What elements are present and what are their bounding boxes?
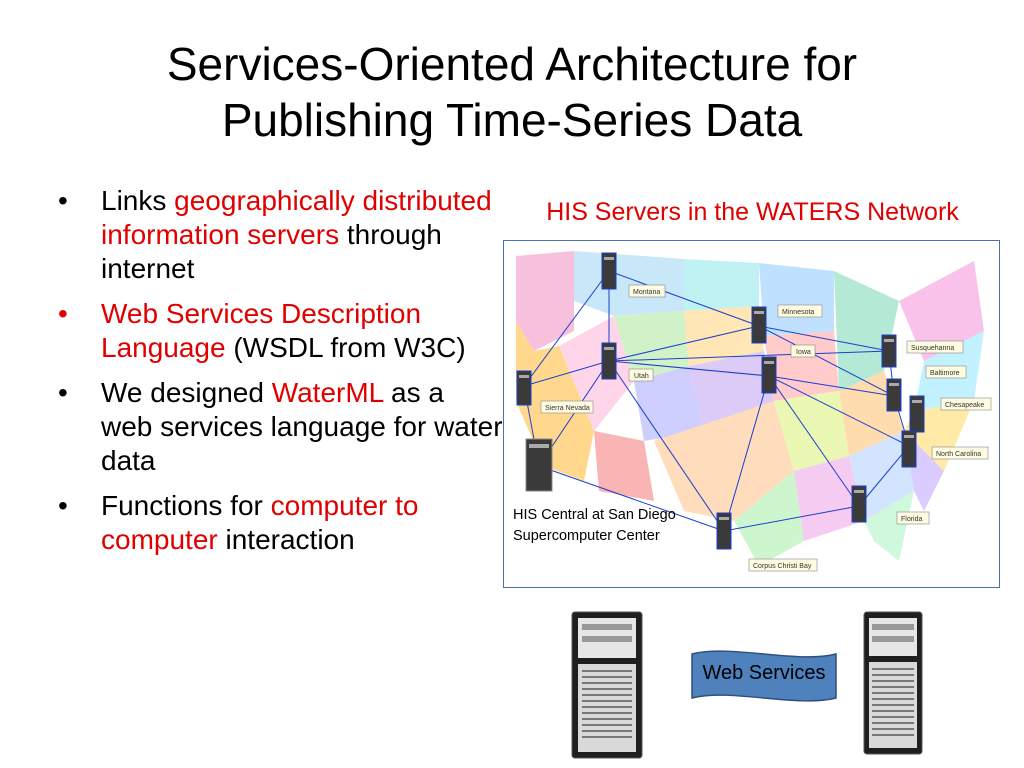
network-link (723, 505, 860, 532)
network-link (538, 465, 725, 532)
site-label-baltimore: Baltimore (930, 370, 960, 377)
site-label-sierra-nevada: Sierra Nevada (545, 405, 590, 412)
bullet-2-part-2: as a web services language for water dat… (101, 377, 503, 476)
server-icon (909, 395, 925, 433)
bullet-1-part-0: Web Services Description Language (101, 298, 422, 363)
site-label-florida: Florida (901, 516, 923, 523)
bullet-dot-icon: • (58, 377, 68, 408)
network-link (768, 375, 910, 447)
bullet-2-part-0: We designed (101, 377, 272, 408)
server-icon (881, 334, 897, 368)
site-label-montana: Montana (633, 289, 660, 296)
title-line-2: Publishing Time-Series Data (221, 94, 803, 146)
us-map-illustration: Montana Minnesota Iowa Susquehanna Balti… (516, 251, 992, 572)
server-tower-icon (863, 611, 923, 755)
server-icon (601, 342, 617, 380)
banner-shape-icon (691, 650, 837, 702)
network-link (768, 375, 860, 507)
network-link (858, 445, 910, 507)
server-icon (516, 370, 532, 406)
bullet-item: • We designed WaterML as a web services l… (58, 376, 503, 478)
server-icon (761, 356, 777, 394)
network-link (723, 375, 770, 532)
site-label-chesapeake: Chesapeake (945, 402, 984, 409)
network-links (523, 270, 910, 532)
bullet-0-part-1: geographically distributed information s… (101, 185, 492, 250)
server-icon (601, 252, 617, 290)
bullet-item: • Web Services Description Language (WSDL… (58, 297, 503, 365)
site-label-iowa: Iowa (796, 349, 811, 356)
site-label-susquehanna: Susquehanna (911, 345, 954, 352)
network-link (608, 350, 890, 362)
web-services-label: Web Services (702, 662, 826, 684)
site-label-corpus-christi-bay: Corpus Christi Bay (753, 563, 812, 570)
server-icon (851, 485, 867, 523)
bullet-3-part-0: Functions for (101, 490, 271, 521)
bullet-0-part-2: through internet (101, 219, 442, 284)
bullet-3-part-1: computer to computer (101, 490, 419, 555)
network-link (523, 270, 610, 387)
network-link (523, 360, 610, 387)
server-icon (751, 306, 767, 344)
site-labels: Montana Minnesota Iowa Susquehanna Balti… (540, 284, 992, 572)
bullet-dot-icon: • (58, 298, 68, 329)
server-icon (886, 378, 902, 412)
network-link (608, 360, 770, 377)
bullet-3-part-2: interaction (217, 524, 355, 555)
bullet-item: • Links geographically distributed inform… (58, 184, 503, 286)
bullet-dot-icon: • (58, 490, 68, 521)
network-link (758, 325, 890, 352)
site-label-utah: Utah (634, 373, 649, 380)
site-label-minnesota: Minnesota (782, 309, 814, 316)
map-caption: HIS Servers in the WATERS Network (546, 198, 959, 226)
bullet-dot-icon: • (58, 185, 68, 216)
bullet-list: • Links geographically distributed inform… (58, 184, 503, 568)
hub-label: HIS Central at San Diego Supercomputer C… (513, 507, 676, 544)
network-link (758, 325, 895, 397)
bullet-1-part-1: (WSDL from W3C) (225, 332, 466, 363)
bullet-0-part-0: Links (101, 185, 175, 216)
server-nodes (516, 252, 925, 550)
server-icon (716, 512, 732, 550)
bullet-item: • Functions for computer to computer inte… (58, 489, 503, 557)
network-link (608, 270, 760, 327)
server-icon (525, 438, 553, 492)
network-link (608, 360, 725, 532)
server-tower-icon (571, 611, 643, 759)
network-map: Montana Minnesota Iowa Susquehanna Balti… (503, 240, 1000, 588)
title-line-1: Services-Oriented Architecture for (166, 38, 858, 90)
network-link (768, 375, 895, 397)
web-services-banner: Web Services (690, 648, 838, 704)
network-link (608, 325, 760, 362)
bullet-2-part-1: WaterML (271, 377, 384, 408)
server-icon (901, 430, 917, 468)
slide-title: Services-Oriented Architecture for Publi… (40, 36, 984, 148)
site-label-north-carolina: North Carolina (936, 451, 981, 458)
